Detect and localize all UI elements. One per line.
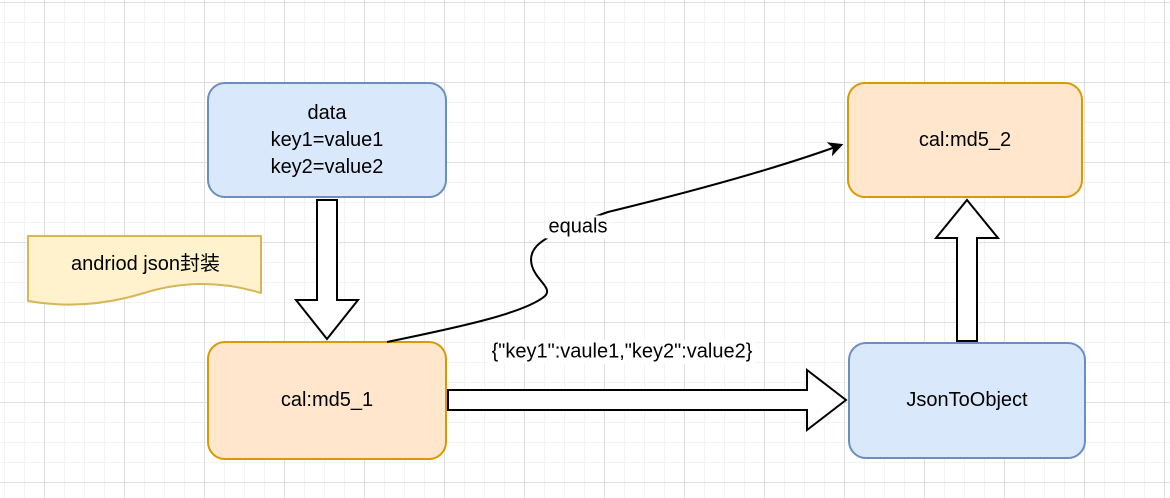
down-block-arrow[interactable] [293, 199, 361, 341]
json-payload-label: {"key1":vaule1,"key2":value2} [488, 340, 756, 364]
right-block-arrow[interactable] [447, 367, 848, 433]
node-json-to-object[interactable]: JsonToObject [848, 342, 1086, 459]
note-label: andriod json封装 [71, 253, 220, 275]
equals-connector[interactable] [386, 142, 844, 343]
note-document[interactable]: andriod json封装 [27, 235, 264, 313]
node-cal-md5-2[interactable]: cal:md5_2 [847, 82, 1083, 198]
node-data[interactable]: data key1=value1 key2=value2 [207, 82, 447, 198]
node-json-to-object-label: JsonToObject [906, 389, 1028, 411]
node-cal-md5-2-label: cal:md5_2 [918, 128, 1012, 151]
up-block-arrow[interactable] [933, 198, 1001, 342]
equals-label: equals [545, 215, 611, 239]
node-cal-md5-1[interactable]: cal:md5_1 [207, 341, 447, 460]
document-shape [27, 235, 262, 306]
node-cal-md5-1-label: cal:md5_1 [280, 389, 374, 411]
node-data-label: data key1=value1 key2=value2 [270, 101, 384, 178]
